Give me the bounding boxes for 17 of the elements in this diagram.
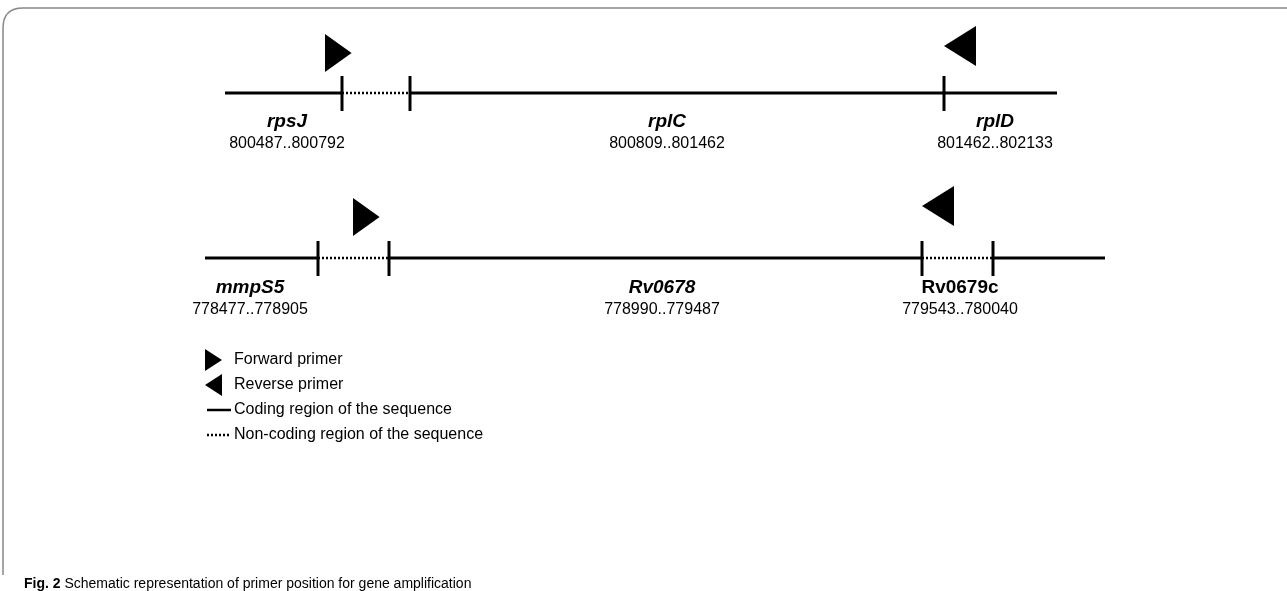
legend-label: Coding region of the sequence (234, 400, 452, 418)
gene-name: rplC (648, 110, 686, 132)
position-range: 778477..778905 (192, 300, 308, 318)
legend-label: Reverse primer (234, 375, 344, 393)
gene-name: Rv0679c (921, 276, 999, 298)
position-range: 778990..779487 (604, 300, 720, 318)
gene-name: mmpS5 (215, 276, 285, 298)
position-range: 800487..800792 (229, 134, 345, 152)
gene-name: Rv0678 (628, 276, 696, 298)
legend-label: Forward primer (234, 350, 343, 368)
position-range: 779543..780040 (902, 300, 1018, 318)
position-range: 800809..801462 (609, 134, 725, 152)
legend-label: Non-coding region of the sequence (234, 425, 484, 443)
gene-name: rpsJ (266, 110, 308, 132)
figure-caption: Fig. 2 Schematic representation of primer position for gene amplification (24, 575, 472, 591)
position-range: 801462..802133 (937, 134, 1053, 152)
gene-name: rplD (976, 110, 1014, 132)
